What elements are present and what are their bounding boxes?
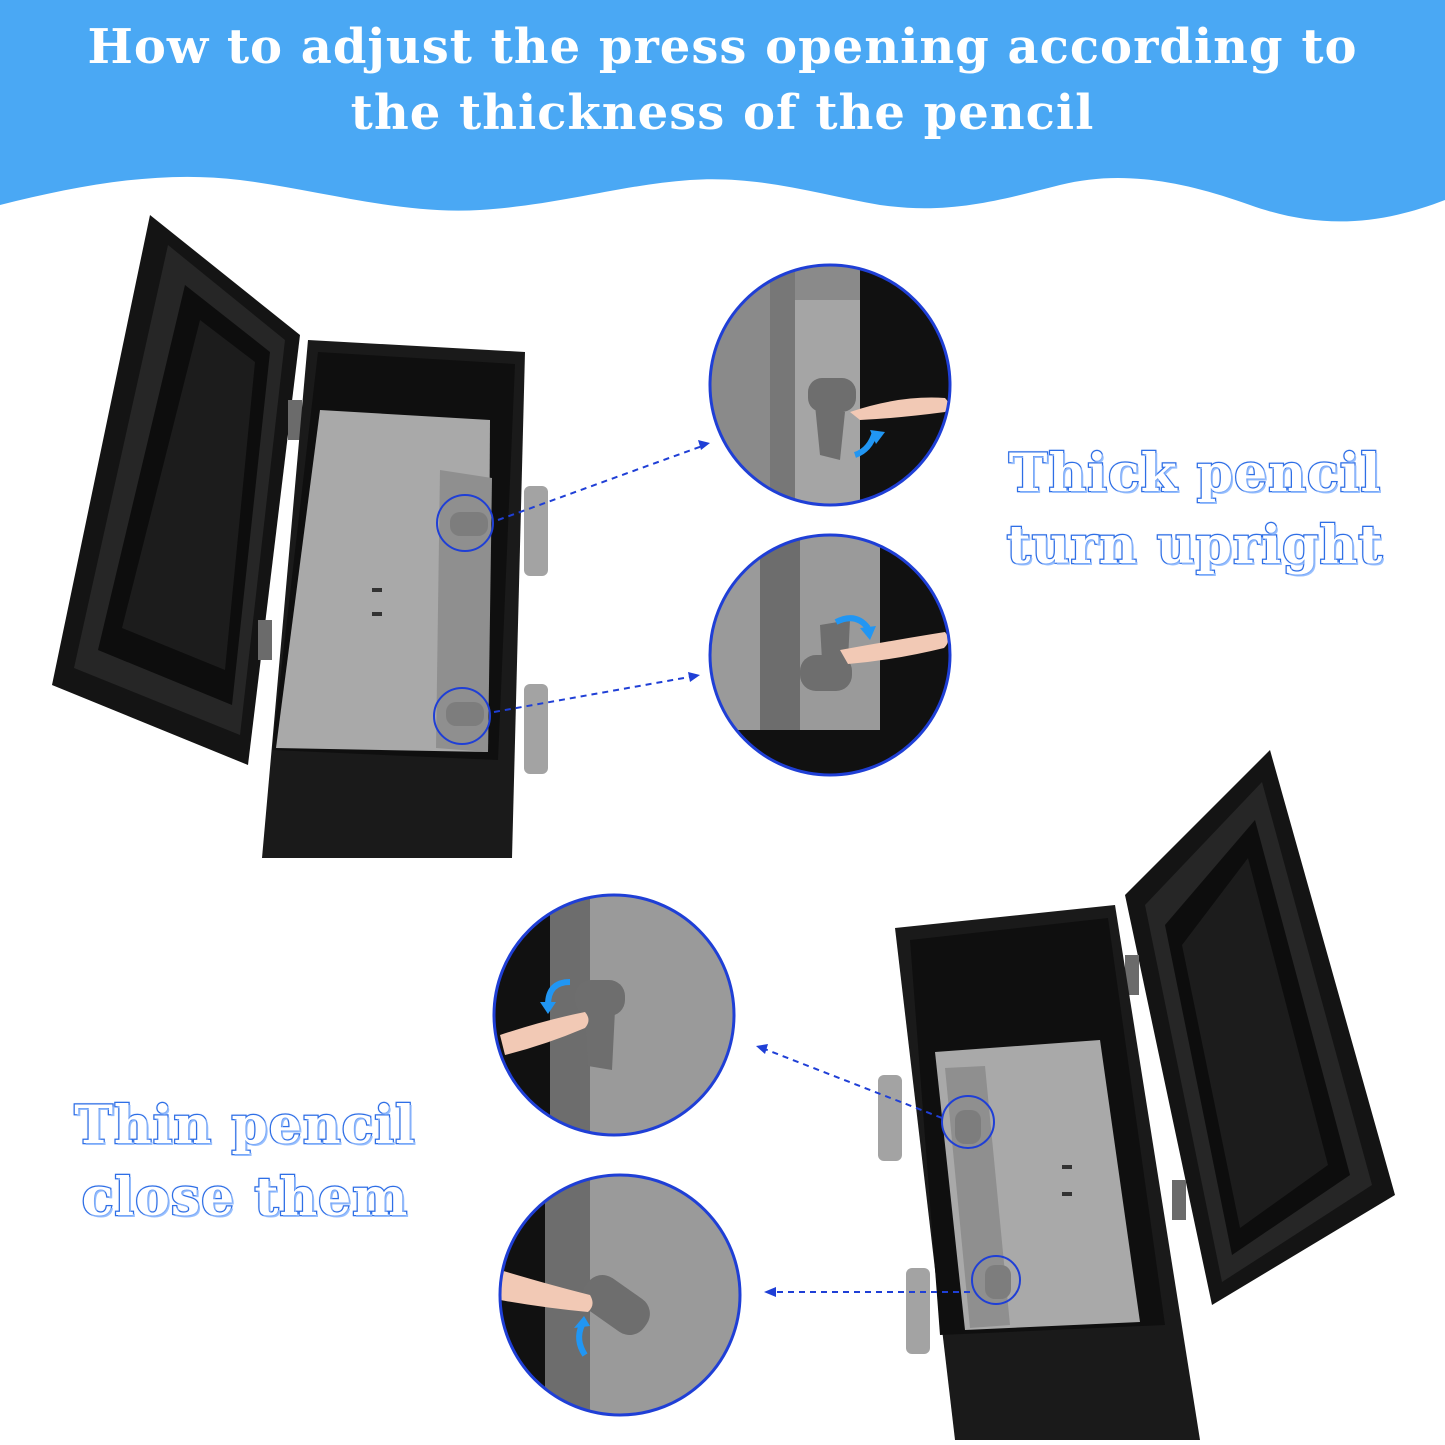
thick-pencil-line-1: Thick pencil: [1008, 442, 1382, 506]
pencil-box-open-top: [52, 215, 710, 858]
header-banner: [0, 0, 1445, 222]
zoom-circle-upright-1: [708, 263, 952, 507]
page-title: How to adjust the press opening accordin…: [0, 14, 1445, 146]
title-line-1: How to adjust the press opening accordin…: [87, 19, 1358, 75]
zoom-circle-closed-1: [492, 893, 736, 1137]
zoom-circle-closed-2: [498, 1173, 742, 1417]
thin-pencil-line-2: close them: [81, 1166, 409, 1230]
pencil-box-open-bottom: [756, 750, 1395, 1440]
thin-pencil-line-1: Thin pencil: [73, 1094, 416, 1158]
zoom-circle-upright-2: [708, 533, 952, 777]
thick-pencil-label: Thick pencil turn upright: [960, 438, 1430, 582]
title-line-2: the thickness of the pencil: [350, 85, 1095, 141]
thin-pencil-label: Thin pencil close them: [30, 1090, 460, 1234]
thick-pencil-line-2: turn upright: [1005, 514, 1384, 578]
